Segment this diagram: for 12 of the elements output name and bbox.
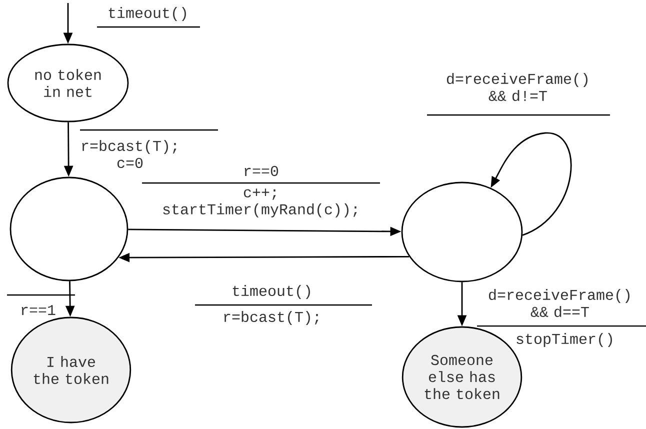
state-ellipse <box>10 176 128 282</box>
transition-arrow <box>490 132 572 236</box>
action-label: c++; startTimer(myRand(c)); <box>163 188 357 218</box>
edge-label: d=receiveFrame() && d==T <box>489 288 630 318</box>
state-ellipse <box>401 182 523 282</box>
action-label: r=bcast(T); <box>224 311 318 325</box>
edge-label: r==0 <box>244 166 278 176</box>
edge-label: r==1 <box>22 305 56 315</box>
edge-label: timeout() <box>108 7 186 21</box>
edge-label: r=bcast(T); c=0 <box>82 140 176 168</box>
edge-label: d=receiveFrame() && d!=T <box>447 72 588 102</box>
edge-label: timeout() <box>232 285 310 299</box>
